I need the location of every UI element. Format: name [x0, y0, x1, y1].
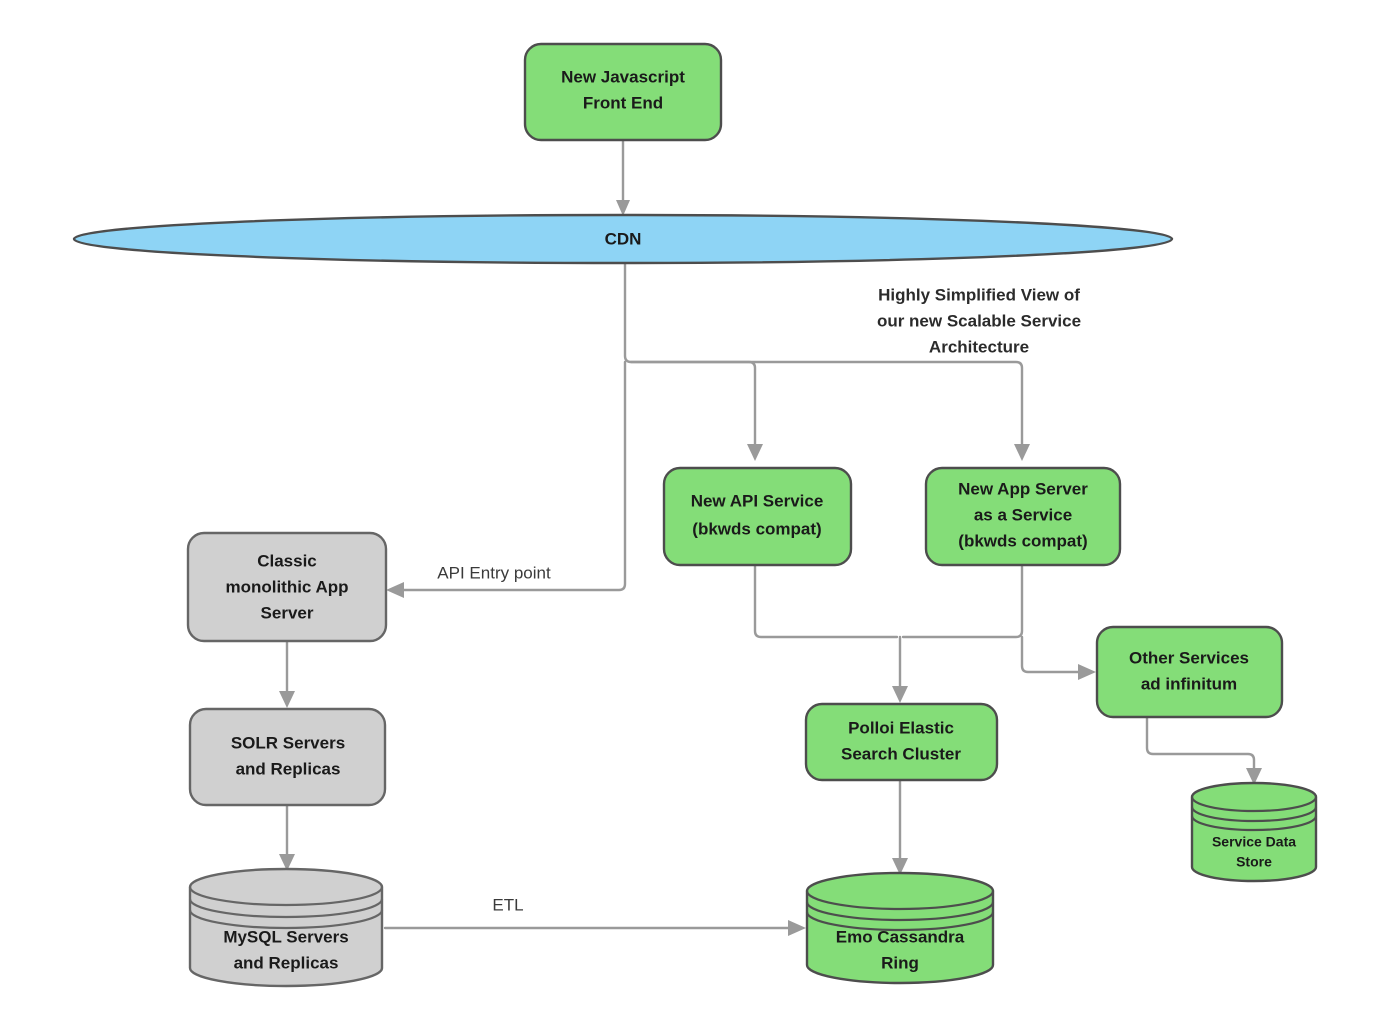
node-other-services[interactable]: Other Services ad infinitum [1095, 625, 1284, 719]
node-js-front-end-line-2: Front End [583, 93, 663, 112]
edge-solr-to-mysql [279, 803, 295, 871]
edge-label-api-entry-point: API Entry point [437, 563, 551, 582]
edge-polloi-to-cassandra [892, 778, 908, 875]
node-emo-cassandra-ring-shape[interactable] [805, 871, 995, 985]
annotation-line-3: Architecture [929, 337, 1029, 356]
edge-other-services-to-data-store [1145, 715, 1262, 785]
cassandra-cylinder-ring-2 [805, 901, 995, 922]
node-emo-cassandra-ring-line-1: Emo Cassandra [836, 927, 965, 946]
node-polloi-line-2: Search Cluster [841, 744, 961, 763]
edge-app-server-to-polloi [901, 563, 1024, 639]
cassandra-cylinder-ring-3 [805, 911, 995, 932]
edges-layer: API Entry point ETL [279, 138, 1262, 936]
node-mysql-servers-line-1: MySQL Servers [223, 927, 348, 946]
mysql-cylinder-ring-3 [188, 909, 384, 930]
node-new-api-service-shape[interactable] [662, 466, 853, 567]
node-service-data-store[interactable]: Service Data Store [1190, 781, 1318, 883]
node-solr-servers-line-2: and Replicas [236, 759, 341, 778]
node-polloi-line-1: Polloi Elastic [848, 718, 954, 737]
node-classic-monolith-line-1: Classic [257, 551, 317, 570]
node-polloi-elastic-search-shape[interactable] [804, 702, 999, 782]
annotation-architecture-caption: Highly Simplified View of our new Scalab… [877, 285, 1081, 356]
edge-merge-bus-to-polloi [892, 635, 908, 703]
service-data-store-top-ring [1190, 796, 1318, 813]
node-new-app-server-line-1: New App Server [958, 479, 1088, 498]
mysql-cylinder-ring-2 [188, 898, 384, 919]
cassandra-cylinder-top-ring [805, 890, 995, 911]
edge-cdn-to-monolith: API Entry point [386, 360, 627, 598]
node-service-data-store-line-2: Store [1236, 854, 1272, 870]
node-service-data-store-line-1: Service Data [1212, 834, 1296, 850]
edge-js-to-cdn [616, 138, 630, 216]
node-other-services-shape[interactable] [1095, 625, 1284, 719]
node-js-front-end-shape[interactable] [523, 42, 723, 142]
node-mysql-servers[interactable]: MySQL Servers and Replicas [188, 867, 384, 988]
node-classic-monolith-line-3: Server [261, 603, 314, 622]
node-new-api-service-line-2: (bkwds compat) [692, 519, 821, 538]
node-js-front-end-line-1: New Javascript [561, 67, 685, 86]
edge-monolith-to-solr [279, 639, 295, 708]
mysql-cylinder-top-ring [188, 886, 384, 907]
node-classic-monolith-line-2: monolithic App [225, 577, 348, 596]
annotation-line-1: Highly Simplified View of [878, 285, 1080, 304]
service-data-store-ring-2 [1190, 806, 1318, 823]
node-mysql-servers-line-2: and Replicas [234, 953, 339, 972]
node-new-app-server-line-3: (bkwds compat) [958, 531, 1087, 550]
node-classic-monolith-shape[interactable] [186, 531, 388, 643]
annotation-line-2: our new Scalable Service [877, 311, 1081, 330]
node-solr-servers-shape[interactable] [188, 707, 387, 807]
node-cdn-label: CDN [605, 229, 642, 248]
edge-mysql-to-cassandra: ETL [383, 895, 806, 936]
node-solr-servers[interactable]: SOLR Servers and Replicas [188, 707, 387, 807]
node-new-app-server-line-2: as a Service [974, 505, 1072, 524]
node-service-data-store-shape[interactable] [1190, 781, 1318, 883]
service-data-store-ring-3 [1190, 815, 1318, 832]
node-cdn[interactable]: CDN [72, 213, 1174, 265]
node-js-front-end[interactable]: New Javascript Front End [523, 42, 723, 142]
node-solr-servers-line-1: SOLR Servers [231, 733, 345, 752]
node-classic-monolith[interactable]: Classic monolithic App Server [186, 531, 388, 643]
edge-app-server-to-other-services [1020, 635, 1096, 680]
edge-cdn-to-app-server [629, 360, 1030, 461]
node-new-api-service-line-1: New API Service [691, 491, 824, 510]
node-other-services-line-2: ad infinitum [1141, 674, 1237, 693]
node-new-api-service[interactable]: New API Service (bkwds compat) [662, 466, 853, 567]
edge-api-service-to-polloi [753, 563, 899, 639]
node-emo-cassandra-ring-line-2: Ring [881, 953, 919, 972]
node-new-app-server-shape[interactable] [924, 466, 1122, 567]
node-polloi-elastic-search[interactable]: Polloi Elastic Search Cluster [804, 702, 999, 782]
edge-label-etl: ETL [492, 895, 523, 914]
node-cdn-shape[interactable] [72, 213, 1174, 265]
node-emo-cassandra-ring[interactable]: Emo Cassandra Ring [805, 871, 995, 985]
node-new-app-server[interactable]: New App Server as a Service (bkwds compa… [924, 466, 1122, 567]
node-other-services-line-1: Other Services [1129, 648, 1249, 667]
